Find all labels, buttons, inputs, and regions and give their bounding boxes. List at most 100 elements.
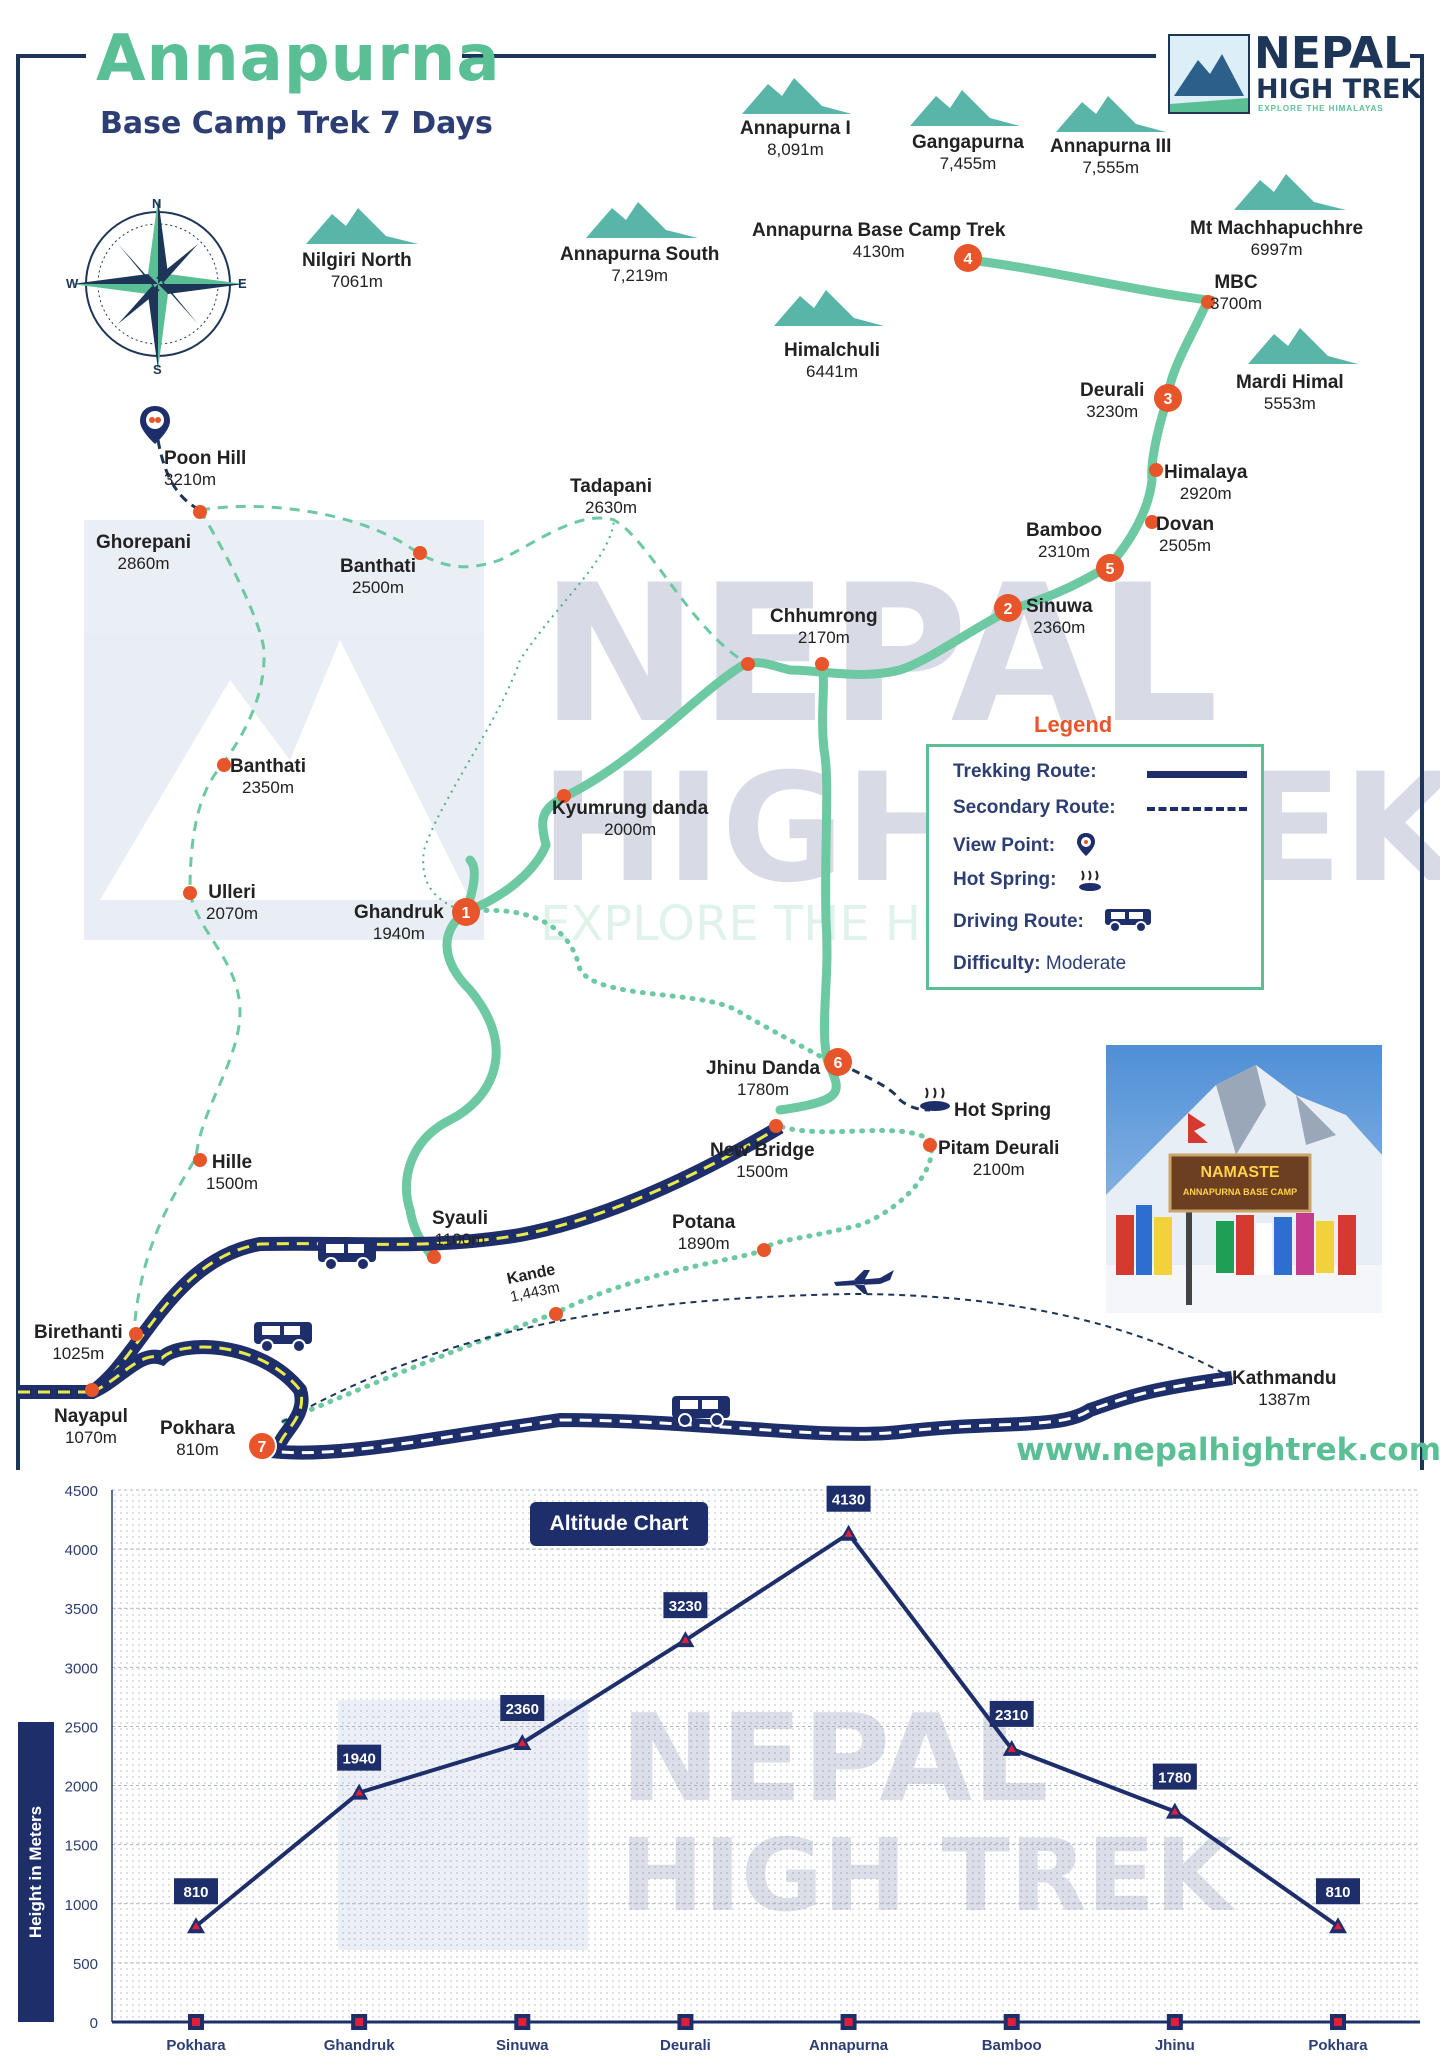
data-label-bg [826, 1485, 871, 1512]
waypoint-markers [85, 295, 1215, 1397]
svg-text:7: 7 [258, 1439, 267, 1456]
x-axis-marker-core [192, 2018, 200, 2026]
svg-text:6: 6 [834, 1055, 843, 1072]
mountain-icon [742, 78, 852, 114]
stop-badge-3: 3 [1154, 384, 1182, 412]
mountain-icons [306, 78, 1358, 364]
data-label: 3230 [669, 1598, 702, 1615]
dotted-thin [422, 519, 615, 913]
svg-text:4: 4 [964, 251, 973, 268]
mountain-icon [774, 290, 884, 326]
x-tick-label: Deurali [660, 2037, 711, 2054]
data-label-bg [989, 1700, 1034, 1727]
stop-badge-5: 5 [1096, 554, 1124, 582]
x-tick-label: Sinuwa [496, 2037, 549, 2054]
compass-s: S [153, 362, 162, 377]
data-point-core [1007, 1744, 1016, 1752]
legend-secondary: Secondary Route: [953, 797, 1116, 818]
altitude-line [194, 1531, 1340, 1928]
x-axis-marker-core [681, 2018, 690, 2026]
base-camp-photo: NAMASTE ANNAPURNA BASE CAMP [1106, 1045, 1382, 1313]
data-point-core [355, 1788, 364, 1796]
x-axis-marker-core [518, 2018, 527, 2026]
main-route [401, 255, 1215, 1263]
data-point-core [844, 1529, 853, 1537]
legend-trekking: Trekking Route: [953, 761, 1097, 782]
x-axis-marker-core [1334, 2018, 1342, 2026]
x-tick-label: Bamboo [982, 2037, 1042, 2054]
legend-title: Legend [1034, 712, 1113, 737]
logo-mountain-icon [1170, 54, 1248, 112]
legend-box: Trekking Route: Secondary Route: View Po… [926, 744, 1264, 990]
compass-e: E [238, 276, 247, 291]
y-tick-label: 500 [73, 1956, 98, 1973]
mountain-icon [1056, 96, 1166, 132]
x-axis-marker-core [1170, 2018, 1179, 2026]
brand-tagline: EXPLORE THE HIMALAYAS [1258, 104, 1384, 113]
hot-spring-icon [920, 1087, 950, 1111]
brand-logo [1168, 34, 1250, 114]
data-label: 2310 [995, 1707, 1028, 1724]
mountain-icon [306, 208, 418, 244]
data-label: 4130 [832, 1492, 865, 1509]
y-tick-label: 2500 [65, 1719, 98, 1736]
data-label-bg [663, 1592, 708, 1619]
jeep-icon [1105, 909, 1151, 933]
y-tick-label: 2000 [65, 1779, 98, 1796]
stop-badges: 1 2 3 4 5 6 7 [247, 244, 1182, 1461]
poonhill-spur [156, 439, 201, 512]
svg-text:3: 3 [1164, 391, 1173, 408]
legend-driving: Driving Route: [953, 911, 1084, 932]
chart-y-axis-label-text: Height in Meters [18, 1722, 54, 2022]
svg-text:2: 2 [1004, 601, 1013, 618]
map-frame [16, 54, 1424, 1470]
brand-name-line1: NEPAL [1254, 28, 1412, 79]
viewpoint-pin-icon [140, 406, 170, 444]
compass-n: N [152, 196, 162, 211]
stop-badge-1: 1 [452, 898, 480, 926]
mountain-icon [1234, 174, 1346, 210]
website-url[interactable]: www.nepalhightrek.com [1016, 1432, 1440, 1468]
flight-path [281, 1292, 1233, 1423]
photo-sign-title: NAMASTE [1200, 1164, 1279, 1181]
mountain-icon [1248, 328, 1358, 364]
legend-difficulty-label: Difficulty: [953, 953, 1041, 974]
driving-roads [18, 1120, 1233, 1460]
map-title: Annapurna [96, 22, 501, 96]
hot-spring-icon [1079, 870, 1101, 891]
data-label-bg [1316, 1878, 1360, 1905]
y-tick-label: 3500 [65, 1601, 98, 1618]
y-tick-label: 4000 [65, 1542, 98, 1559]
compass-w: W [66, 276, 79, 291]
viewpoint-pin-icon [1077, 833, 1095, 856]
chart-title: Altitude Chart [530, 1502, 708, 1546]
compass-rose-icon [72, 198, 244, 370]
prayer-flags [1116, 1113, 1356, 1275]
data-label-bg [337, 1744, 382, 1771]
legend-difficulty: Difficulty: Moderate [953, 953, 1126, 975]
chart-watermark: NEPAL HIGH TREK [338, 1690, 1236, 1950]
svg-text:1: 1 [462, 905, 471, 922]
y-tick-label: 1500 [65, 1838, 98, 1855]
dotted-routes [279, 907, 934, 1425]
jeep-icon [672, 1396, 730, 1427]
